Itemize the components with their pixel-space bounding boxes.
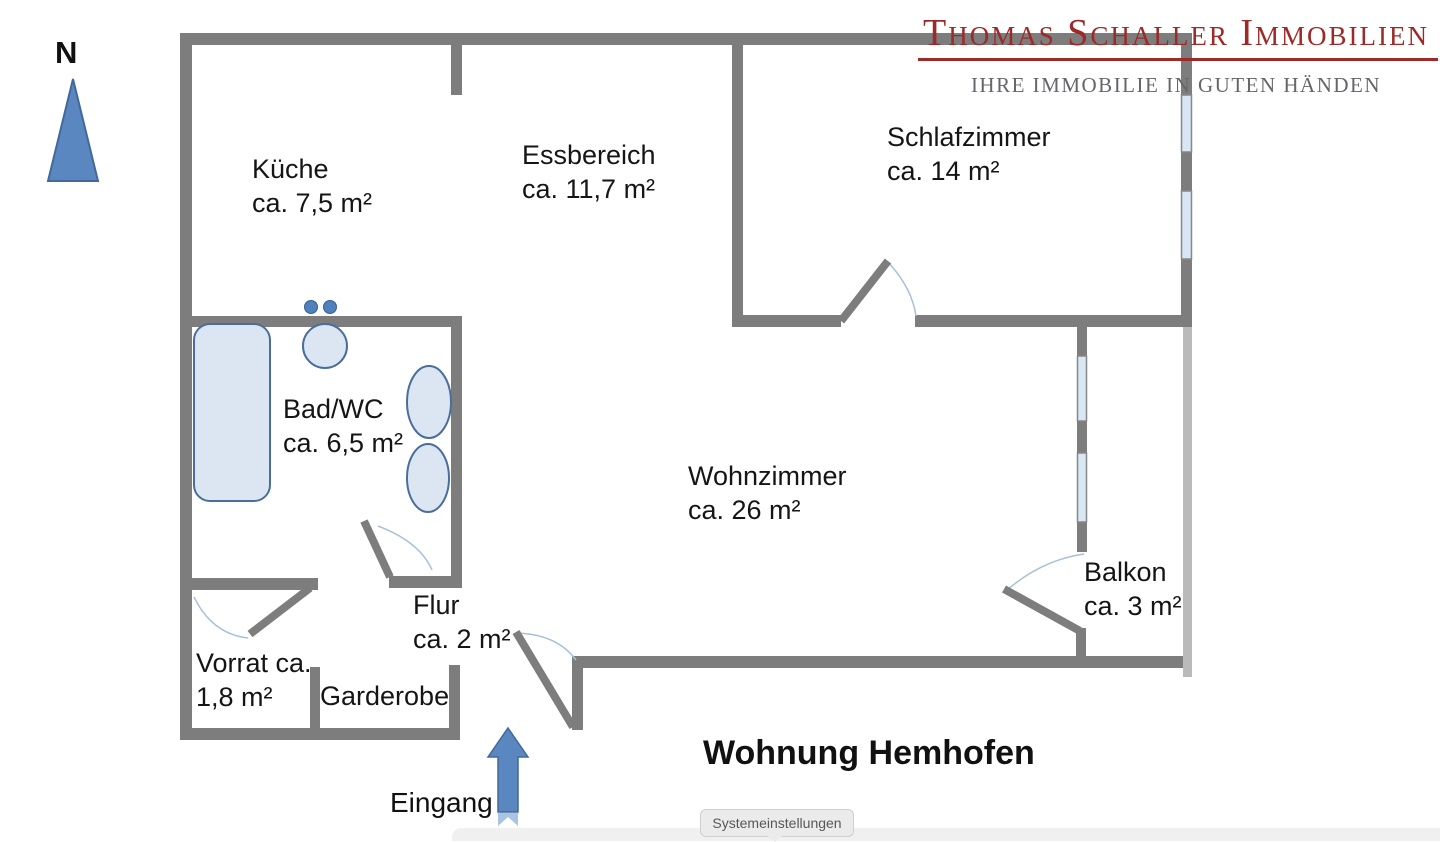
door-arc-balkon: [1006, 553, 1085, 591]
wall-vorrat-north: [192, 578, 318, 590]
room-name: Schlafzimmer: [887, 122, 1051, 152]
wall-balkon-divider: [1077, 325, 1087, 552]
company-tagline: IHRE IMMOBILIE IN GUTEN HÄNDEN: [970, 73, 1382, 97]
entrance-arrow-icon: [486, 726, 530, 813]
door-vorrat: [247, 584, 313, 638]
room-area: ca. 3 m²: [1084, 591, 1182, 621]
room-name: Wohnzimmer: [688, 461, 847, 491]
wall-essbereich-schlafzimmer: [732, 45, 743, 318]
balcony-railing: [1183, 327, 1192, 677]
door-arc-schlafzimmer: [887, 261, 917, 317]
room-area: ca. 6,5 m²: [283, 428, 404, 458]
bath-fixtures: [193, 323, 452, 513]
room-name: Vorrat ca.: [196, 648, 312, 678]
wall-bad-north: [192, 316, 451, 327]
door-arc-vorrat: [193, 596, 249, 639]
tap-dot-right: [323, 300, 337, 314]
door-bad: [360, 519, 394, 579]
dock-tooltip-notch: [768, 836, 782, 842]
door-schlafzimmer: [837, 258, 892, 324]
logo-divider: [918, 58, 1438, 61]
toilet: [406, 365, 452, 439]
room-area: ca. 26 m²: [688, 495, 801, 525]
room-name: Küche: [252, 154, 329, 184]
room-label-schlafzimmer: Schlafzimmer ca. 14 m²: [887, 120, 1051, 188]
room-label-wohnzimmer: Wohnzimmer ca. 26 m²: [688, 459, 847, 527]
wall-south: [572, 656, 1192, 668]
window-schlafzimmer-2: [1180, 190, 1193, 260]
room-area: ca. 7,5 m²: [252, 188, 373, 218]
walls: [180, 33, 1192, 740]
room-area: ca. 2 m²: [413, 624, 511, 654]
room-area: ca. 14 m²: [887, 156, 1000, 186]
wall-balkon-stub: [1076, 628, 1086, 662]
tap-dot-left: [304, 300, 318, 314]
window-balkon-1: [1076, 355, 1088, 422]
north-arrow-icon: [46, 78, 100, 182]
wall-garderobe-left: [310, 667, 320, 740]
room-label-garderobe: Garderobe: [320, 679, 449, 713]
window-balkon-2: [1076, 452, 1088, 523]
wall-bad-south-right: [389, 576, 451, 588]
windows: [1076, 94, 1193, 523]
room-name: Balkon: [1084, 557, 1167, 587]
dock-edge[interactable]: [452, 828, 1440, 841]
room-label-essbereich: Essbereich ca. 11,7 m²: [522, 138, 656, 206]
room-label-vorrat: Vorrat ca. 1,8 m²: [196, 646, 312, 714]
plan-title: Wohnung Hemhofen: [703, 734, 1035, 772]
entrance-label: Eingang: [390, 787, 493, 818]
wall-bad-east: [451, 316, 462, 588]
room-name: Flur: [413, 590, 460, 620]
room-label-balkon: Balkon ca. 3 m²: [1084, 555, 1182, 623]
entrance-arrow-base: [498, 813, 518, 826]
wall-entry-stub: [572, 656, 583, 730]
dock-tooltip-label: Systemeinstellungen: [712, 815, 842, 831]
north-label: N: [55, 35, 78, 70]
door-arcs: [193, 261, 1085, 661]
sink: [302, 323, 348, 369]
wall-left: [180, 33, 192, 740]
room-label-bad-wc: Bad/WC ca. 6,5 m²: [283, 392, 403, 460]
wall-top: [180, 33, 1192, 45]
door-arc-bad: [377, 525, 433, 571]
window-schlafzimmer-1: [1180, 94, 1193, 153]
bathtub: [193, 323, 271, 502]
wall-right: [1181, 33, 1192, 320]
bidet: [406, 443, 450, 513]
sink-taps: [304, 300, 337, 314]
dock-tooltip: Systemeinstellungen: [700, 809, 854, 837]
wall-schlafzimmer-south-right: [915, 315, 1192, 327]
room-name: Essbereich: [522, 140, 656, 170]
company-logo: Thomas Schaller Immobilien IHRE IMMOBILI…: [912, 10, 1440, 98]
door-balkon: [1002, 585, 1082, 635]
wall-garderobe-right: [449, 665, 460, 740]
door-entry: [512, 629, 577, 730]
wall-kitchen-stub: [451, 45, 462, 95]
company-name: Thomas Schaller Immobilien: [923, 12, 1429, 54]
room-area: 1,8 m²: [196, 682, 273, 712]
door-arc-entry: [515, 632, 577, 661]
door-leaves: [247, 258, 1082, 730]
wall-schlafzimmer-south-left: [732, 315, 841, 327]
room-name: Garderobe: [320, 681, 450, 711]
room-name: Bad/WC: [283, 394, 384, 424]
room-label-kueche: Küche ca. 7,5 m²: [252, 152, 372, 220]
room-area: ca. 11,7 m²: [522, 174, 656, 204]
room-label-flur: Flur ca. 2 m²: [413, 588, 511, 656]
